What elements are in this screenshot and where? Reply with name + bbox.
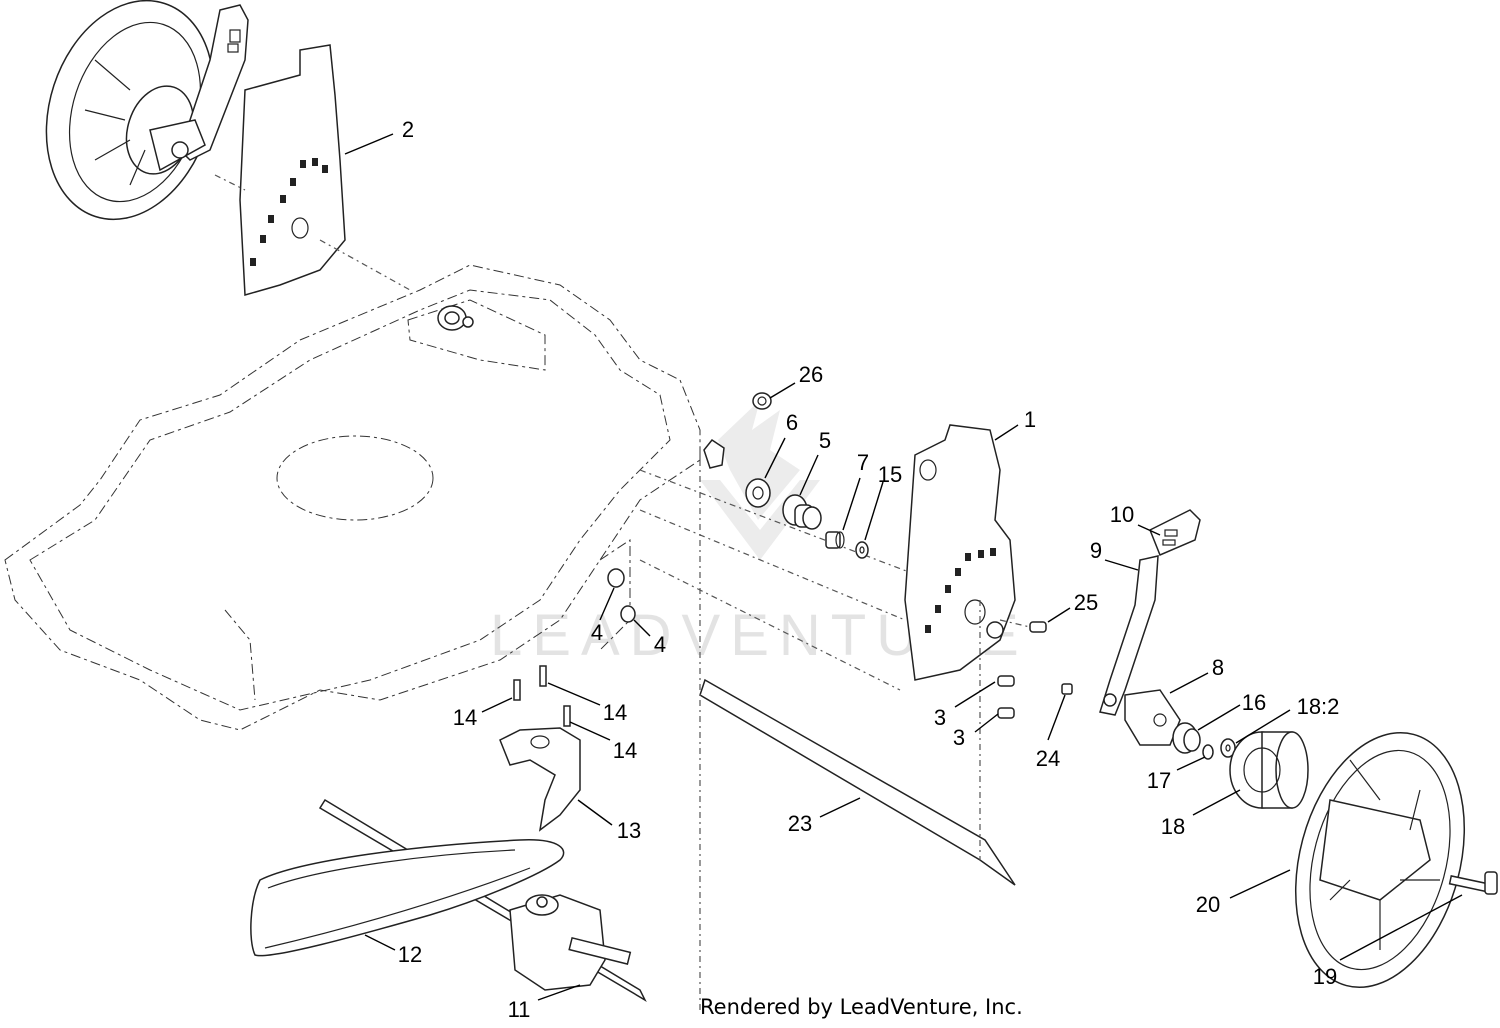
part-26-nut bbox=[752, 392, 772, 410]
rear-height-lever bbox=[149, 4, 249, 172]
callout-7: 7 bbox=[857, 450, 869, 475]
part-10-handle-grip bbox=[1149, 509, 1201, 556]
callout-14b: 14 bbox=[603, 700, 627, 725]
callout-8: 8 bbox=[1212, 655, 1224, 680]
callout-3a: 3 bbox=[934, 705, 946, 730]
part-1-side-plate bbox=[904, 424, 1016, 681]
callout-4a: 4 bbox=[591, 620, 603, 645]
part-25-bolt bbox=[999, 619, 1047, 633]
part-11-transmission bbox=[509, 894, 632, 991]
part-4-nuts bbox=[607, 568, 636, 623]
part-20-front-wheel bbox=[1294, 731, 1466, 989]
part-14-screws bbox=[513, 665, 571, 727]
callout-14c: 14 bbox=[613, 738, 637, 763]
part-12-belt bbox=[250, 839, 565, 957]
callout-1: 1 bbox=[1024, 407, 1036, 432]
part-23-axle-rod bbox=[699, 460, 1016, 1010]
part-6-bushing bbox=[745, 478, 771, 508]
callout-3b: 3 bbox=[953, 725, 965, 750]
callout-5: 5 bbox=[819, 428, 831, 453]
leader-lines bbox=[344, 133, 1463, 1001]
deck-bearing bbox=[437, 305, 474, 331]
callout-4b: 4 bbox=[654, 632, 666, 657]
callout-17: 17 bbox=[1147, 768, 1171, 793]
part-19-bolt bbox=[1448, 871, 1498, 895]
callout-15: 15 bbox=[878, 462, 902, 487]
callout-25: 25 bbox=[1074, 590, 1098, 615]
callout-24: 24 bbox=[1036, 746, 1060, 771]
part-18-hub bbox=[1229, 731, 1309, 809]
part-5-bearing bbox=[782, 494, 822, 530]
callout-2: 2 bbox=[402, 117, 414, 142]
axle-stack bbox=[639, 392, 931, 691]
callout-10: 10 bbox=[1110, 502, 1134, 527]
callout-18b: 18 bbox=[1161, 814, 1185, 839]
part-7-spacer bbox=[825, 531, 845, 549]
part-13-bracket bbox=[499, 727, 581, 832]
adjust-slots bbox=[250, 158, 328, 266]
part-16-pinion-gear bbox=[1172, 722, 1201, 754]
callout-19: 19 bbox=[1313, 964, 1337, 989]
callout-14a: 14 bbox=[453, 705, 477, 730]
part-17-washer bbox=[1202, 744, 1214, 760]
mower-deck bbox=[4, 264, 725, 731]
callout-20: 20 bbox=[1196, 892, 1220, 917]
callout-9: 9 bbox=[1090, 538, 1102, 563]
part-15-washer bbox=[855, 541, 869, 559]
part-9-lever bbox=[1099, 555, 1159, 716]
callout-6: 6 bbox=[786, 410, 798, 435]
part-24-screw bbox=[1061, 683, 1073, 695]
callout-13: 13 bbox=[617, 818, 641, 843]
part-2-side-plate bbox=[214, 44, 411, 296]
callout-26: 26 bbox=[799, 362, 823, 387]
callout-18a: 18:2 bbox=[1297, 694, 1340, 719]
part-8-bracket bbox=[1124, 689, 1181, 746]
callout-16: 16 bbox=[1242, 690, 1266, 715]
callouts: 2 1 3 3 4 4 5 6 7 8 9 10 11 12 13 14 14 … bbox=[398, 117, 1340, 1022]
callout-23: 23 bbox=[788, 811, 812, 836]
callout-12: 12 bbox=[398, 942, 422, 967]
callout-11: 11 bbox=[508, 997, 531, 1022]
part-3-bolts bbox=[997, 675, 1015, 719]
render-credit: Rendered by LeadVenture, Inc. bbox=[700, 995, 1023, 1019]
